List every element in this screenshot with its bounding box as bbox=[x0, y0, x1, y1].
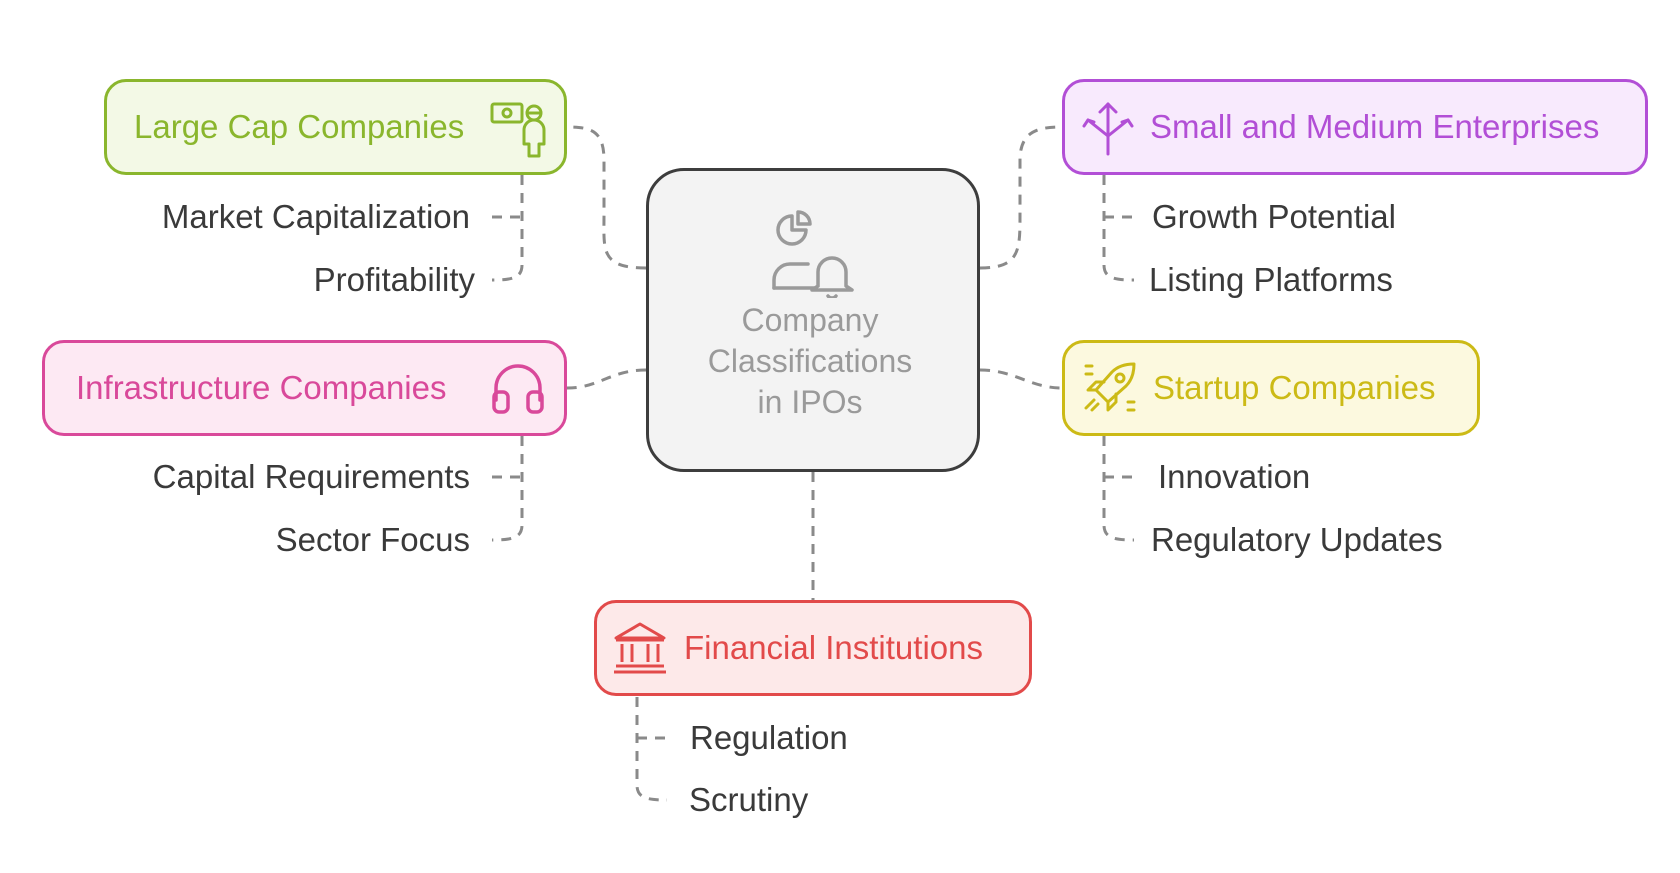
infrastructure-node bbox=[42, 340, 567, 436]
financial-node bbox=[594, 600, 1032, 696]
connector-startup-trunk bbox=[1102, 436, 1135, 542]
leaf-capital-requirements: Capital Requirements bbox=[152, 458, 470, 495]
connector-large-cap bbox=[566, 125, 647, 270]
sme-node bbox=[1062, 79, 1648, 175]
money-person-icon bbox=[490, 102, 546, 158]
center-title-line-3: in IPOs bbox=[757, 384, 863, 420]
leaf-scrutiny: Scrutiny bbox=[689, 781, 809, 818]
branching-arrows-icon bbox=[1082, 102, 1134, 156]
startup-node bbox=[1062, 340, 1480, 436]
leaf-innovation: Innovation bbox=[1158, 458, 1311, 495]
large-cap-title: Large Cap Companies bbox=[134, 108, 465, 145]
bank-building-icon bbox=[614, 622, 666, 674]
rocket-icon bbox=[1084, 362, 1136, 412]
leaf-market-capitalization: Market Capitalization bbox=[161, 198, 470, 235]
financial-title: Financial Institutions bbox=[684, 629, 983, 666]
infrastructure-title: Infrastructure Companies bbox=[76, 369, 447, 406]
center-title-line-1: Company bbox=[741, 302, 879, 338]
connector-startup bbox=[979, 368, 1063, 390]
center-title-line-2: Classifications bbox=[707, 343, 913, 379]
connector-large-cap-trunk bbox=[491, 175, 524, 282]
center-node bbox=[646, 168, 980, 472]
leaf-listing-platforms: Listing Platforms bbox=[1149, 261, 1393, 298]
sme-title: Small and Medium Enterprises bbox=[1150, 108, 1600, 145]
connector-infra-trunk bbox=[491, 436, 524, 542]
startup-title: Startup Companies bbox=[1153, 369, 1436, 406]
center-title: Company Classifications in IPOs bbox=[640, 300, 980, 423]
leaf-sector-focus: Sector Focus bbox=[275, 521, 470, 558]
large-cap-node bbox=[104, 79, 567, 175]
connector-sme bbox=[979, 125, 1063, 270]
connector-sme-trunk bbox=[1102, 175, 1135, 282]
leaf-regulatory-updates: Regulatory Updates bbox=[1151, 521, 1443, 558]
leaf-regulation: Regulation bbox=[690, 719, 848, 756]
leaf-growth-potential: Growth Potential bbox=[1152, 198, 1396, 235]
user-chart-bell-icon bbox=[772, 210, 854, 298]
connector-infrastructure bbox=[566, 368, 647, 390]
leaf-profitability: Profitability bbox=[313, 261, 475, 298]
headphones-icon bbox=[492, 364, 544, 414]
connector-financial-trunk bbox=[635, 697, 668, 802]
